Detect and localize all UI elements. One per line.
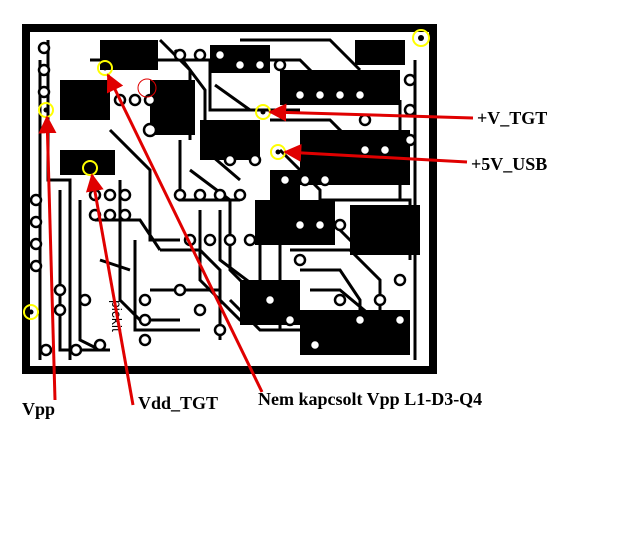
marker-left-edge: [23, 304, 39, 320]
red-outline-marker: [137, 78, 157, 98]
test-point-markers: [23, 29, 430, 320]
arrow-vdd-tgt: [85, 173, 135, 406]
pcb-board: pickit: [22, 24, 437, 374]
marker-corner: [412, 29, 430, 47]
marker-centers: [28, 35, 424, 315]
label-vdd-tgt: Vdd_TGT: [138, 393, 219, 413]
marker-nem-kapcsolt: [97, 60, 113, 76]
label-5v-usb: +5V_USB: [471, 154, 548, 174]
label-vpp: Vpp: [22, 399, 56, 419]
label-v-tgt: +V_TGT: [477, 108, 548, 128]
label-nem-kapcsolt: Nem kapcsolt Vpp L1-D3-Q4: [258, 389, 483, 409]
pads: [29, 41, 417, 357]
arrow-5v-usb: [283, 143, 468, 164]
arrow-nem-kapcsolt: [106, 73, 264, 393]
arrow-vpp: [38, 115, 57, 401]
arrow-v-tgt: [268, 103, 474, 122]
annotation-arrows: [38, 73, 474, 406]
